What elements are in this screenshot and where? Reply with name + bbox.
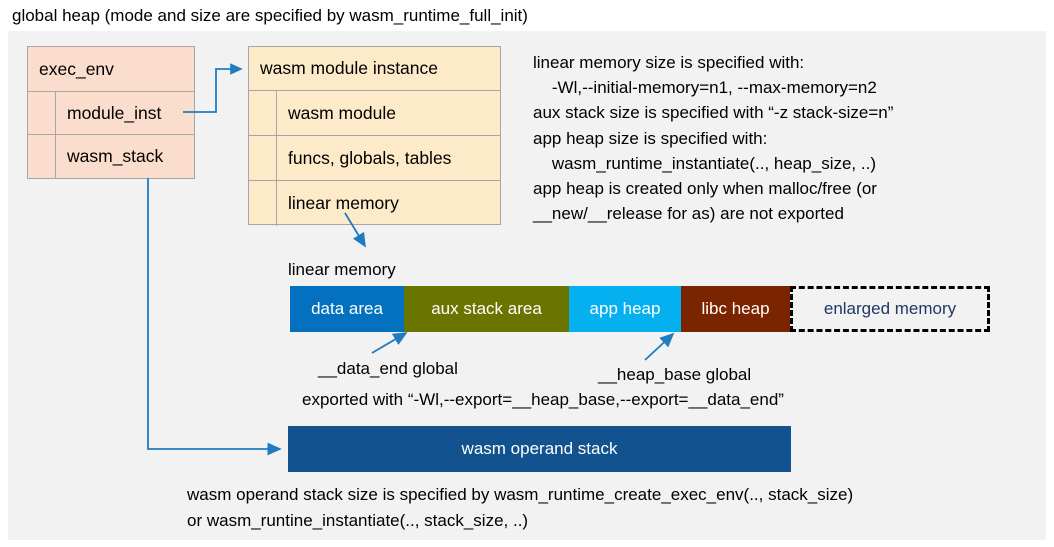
memory-segment-enlarged-memory: enlarged memory bbox=[790, 286, 990, 332]
indent-gutter bbox=[28, 92, 56, 134]
module-instance-row-linear-memory: linear memory bbox=[249, 181, 500, 226]
indent-gutter bbox=[249, 181, 277, 226]
memory-segment-data-area: data area bbox=[290, 286, 404, 332]
memory-segment-libc-heap: libc heap bbox=[681, 286, 790, 332]
linear-memory-note: linear memory size is specified with: -W… bbox=[533, 53, 894, 224]
module-instance-row-label: funcs, globals, tables bbox=[288, 147, 452, 168]
data-end-annotation: __data_end global bbox=[318, 359, 458, 378]
exec-env-box: exec_env module_inst wasm_stack bbox=[27, 46, 195, 179]
module-instance-row-label: wasm module bbox=[288, 102, 396, 123]
heap-base-annotation: __heap_base global bbox=[598, 365, 752, 384]
exec-env-row-label: module_inst bbox=[67, 102, 162, 123]
module-instance-row-wasm-module: wasm module bbox=[249, 91, 500, 136]
indent-gutter bbox=[28, 135, 56, 178]
memory-segment-aux-stack-area: aux stack area bbox=[404, 286, 569, 332]
indent-gutter bbox=[249, 136, 277, 180]
wasm-operand-stack-bar: wasm operand stack bbox=[288, 426, 791, 472]
exec-env-header: exec_env bbox=[28, 47, 194, 92]
module-instance-row-funcs-globals-tables: funcs, globals, tables bbox=[249, 136, 500, 181]
exec-env-row-wasm-stack: wasm_stack bbox=[28, 135, 194, 178]
operand-stack-note: wasm operand stack size is specified by … bbox=[187, 485, 854, 530]
indent-gutter bbox=[249, 91, 277, 135]
module-instance-header: wasm module instance bbox=[249, 47, 500, 91]
module-instance-row-label: linear memory bbox=[288, 193, 399, 213]
memory-segment-app-heap: app heap bbox=[569, 286, 681, 332]
wasm-module-instance-box: wasm module instance wasm module funcs, … bbox=[248, 46, 501, 226]
linear-memory-caption: linear memory bbox=[288, 260, 396, 279]
exec-env-row-label: wasm_stack bbox=[67, 146, 164, 166]
exec-env-row-module-inst: module_inst bbox=[28, 92, 194, 135]
exported-annotation: exported with “-Wl,--export=__heap_base,… bbox=[302, 390, 784, 409]
page-title: global heap (mode and size are specified… bbox=[12, 6, 528, 25]
